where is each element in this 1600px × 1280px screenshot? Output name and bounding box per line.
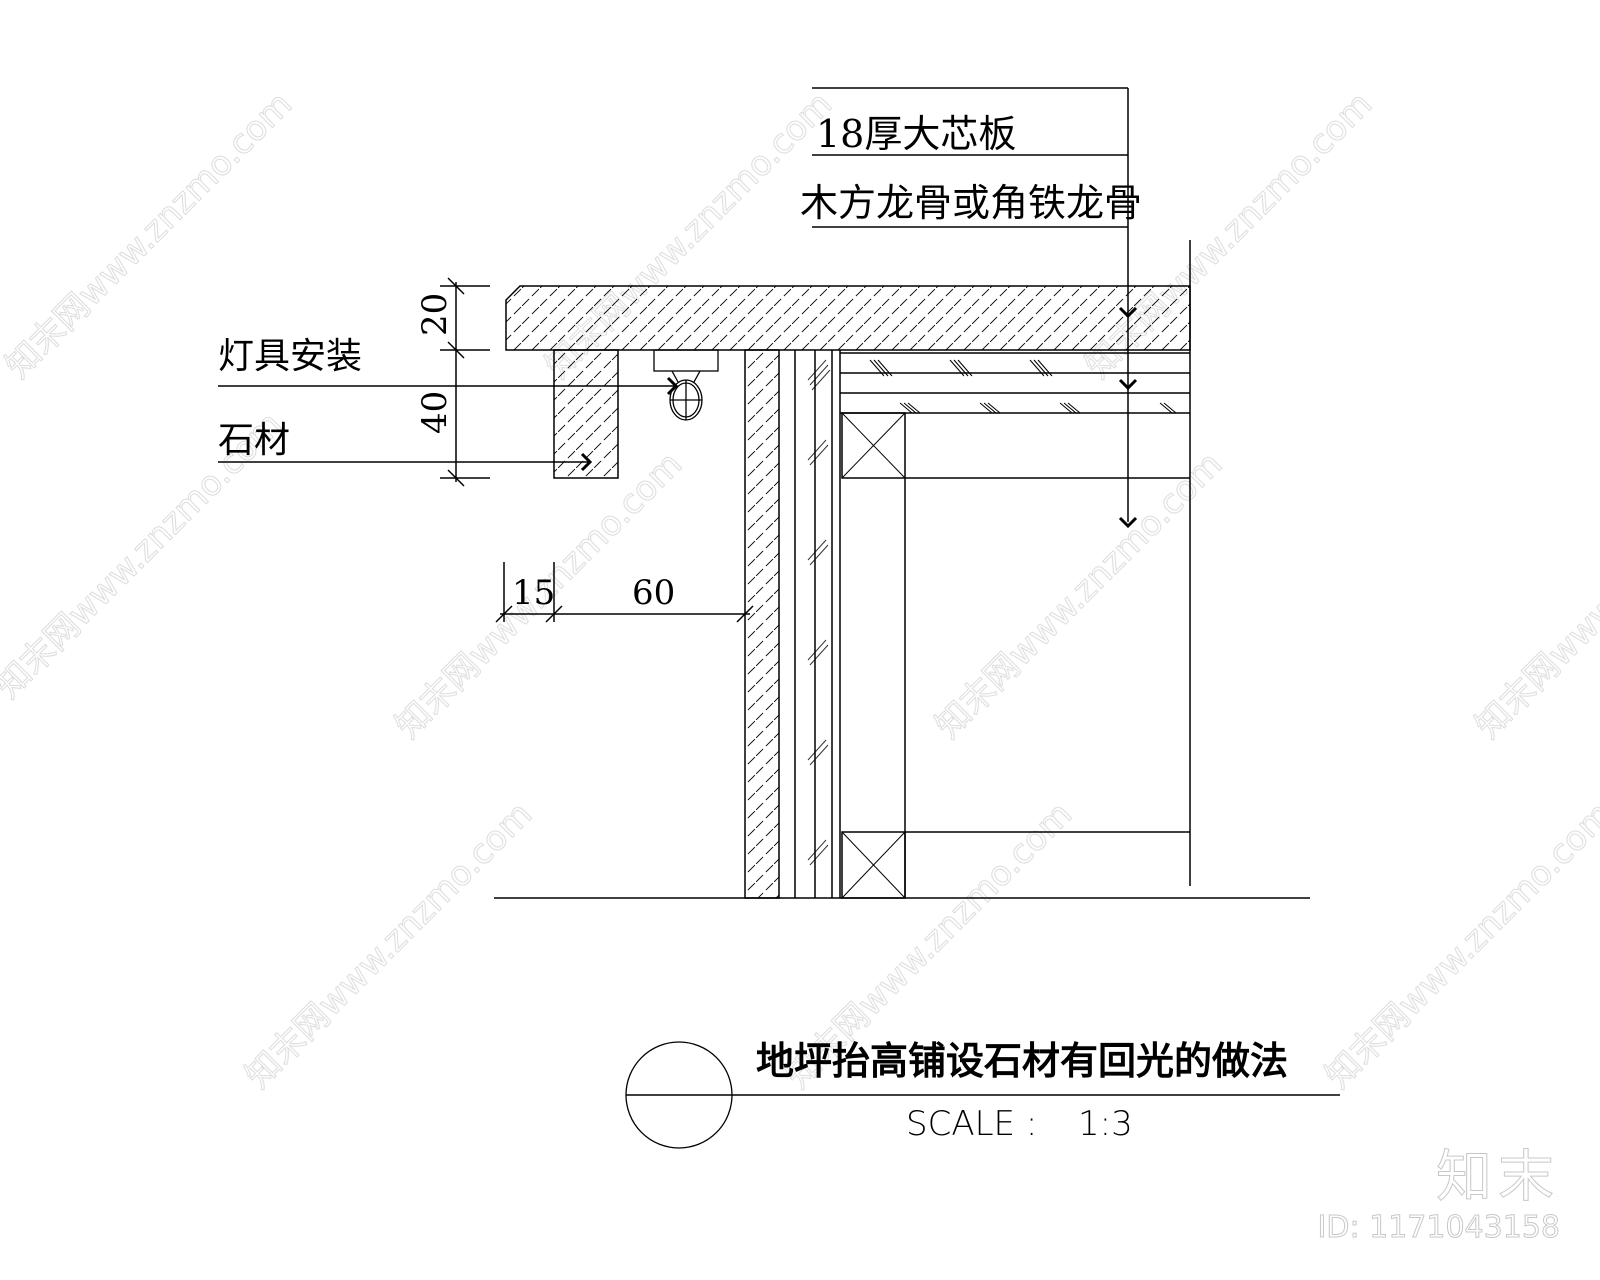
svg-text:知末网www.znzmo.com: 知末网www.znzmo.com <box>1468 444 1600 746</box>
label-lamp-install: 灯具安装 <box>218 336 362 377</box>
vertical-dimension <box>440 277 490 487</box>
svg-text:知末网www.znzmo.com: 知末网www.znzmo.com <box>1318 794 1600 1096</box>
watermark-brand: 知末 ID: 1171043158 <box>1317 1145 1560 1248</box>
horizontal-dimension <box>495 562 754 623</box>
dim-40: 40 <box>415 391 455 434</box>
horizontal-board-layers <box>840 352 1190 833</box>
keel-block-bottom <box>841 831 906 899</box>
image-id: ID: 1171043158 <box>1317 1210 1560 1246</box>
svg-text:知末网www.znzmo.com: 知末网www.znzmo.com <box>928 444 1230 746</box>
scale-value: 1:3 <box>1078 1104 1133 1144</box>
keel-block-top <box>841 412 906 479</box>
label-18mm-blockboard: 18厚大芯板 <box>816 112 1016 156</box>
stone-drop-edge <box>553 349 619 479</box>
label-wood-or-angle-keel: 木方龙骨或角铁龙骨 <box>800 181 1142 225</box>
drawing-title: 地坪抬高铺设石材有回光的做法 <box>756 1039 1288 1083</box>
board-layer-marks <box>869 359 1177 414</box>
board-texture-marks <box>807 359 831 866</box>
panel-layer-lines <box>794 350 841 898</box>
stone-slab-top <box>505 285 1191 351</box>
hatched-wall-panel <box>744 349 780 899</box>
watermark-tiles: 知末网www.znzmo.com 知末网www.znzmo.com 知末网www… <box>0 84 1600 1097</box>
dim-60: 60 <box>632 573 675 613</box>
stone-arrow-icon <box>580 452 593 472</box>
dim-20: 20 <box>415 293 455 336</box>
scale-label: SCALE : <box>906 1104 1037 1144</box>
lamp-fixture-icon <box>653 349 719 421</box>
lamp-arrow-icon <box>666 376 679 396</box>
dim-15: 15 <box>512 573 555 613</box>
label-stone: 石材 <box>218 420 290 461</box>
brand-logo: 知末 <box>1435 1145 1560 1210</box>
svg-text:知末网www.znzmo.com: 知末网www.znzmo.com <box>238 794 540 1096</box>
